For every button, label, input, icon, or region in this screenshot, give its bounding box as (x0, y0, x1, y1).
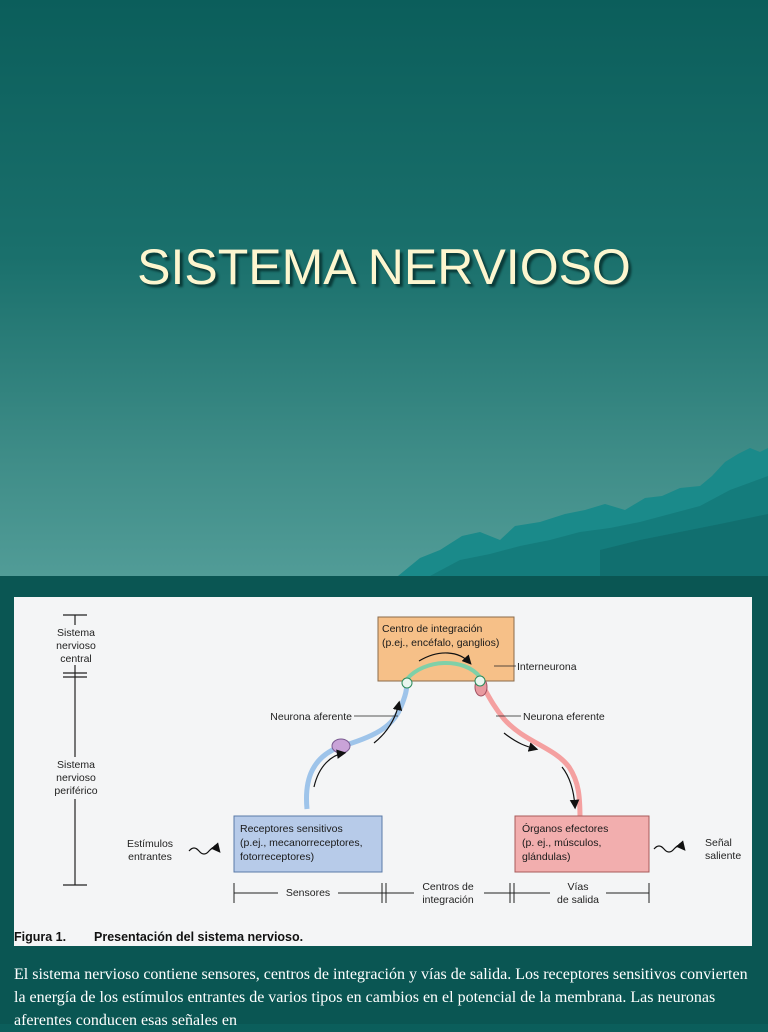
effector-box-line-2: (p. ej., músculos, (522, 837, 601, 849)
centros-label-2: integración (422, 894, 474, 906)
sensores-label: Sensores (286, 887, 330, 899)
figure-label: Figura 1. (14, 930, 66, 944)
effector-box-line-1: Órganos efectores (522, 822, 608, 835)
nervous-system-diagram: Sistema nervioso central Sistema nervios… (14, 597, 741, 946)
senal-label-1: Señal (705, 837, 732, 849)
senal-label-2: saliente (705, 850, 741, 862)
receptor-box-line-2: (p.ej., mecanorreceptores, (240, 837, 363, 849)
sidebar-periferico-3: periférico (54, 785, 97, 797)
interneurona-label: Interneurona (517, 661, 577, 673)
estimulos-label-2: entrantes (128, 851, 172, 863)
center-box-line-1: Centro de integración (382, 623, 483, 635)
slide-caption: El sistema nervioso contiene sensores, c… (14, 966, 748, 1029)
eferente-label: Neurona eferente (523, 711, 605, 723)
vias-label-2: de salida (557, 894, 599, 906)
vias-label-1: Vías (567, 881, 588, 893)
mountain-decoration (398, 448, 768, 580)
sidebar-central-2: nervioso (56, 640, 96, 652)
center-box-line-2: (p.ej., encéfalo, ganglios) (382, 637, 499, 649)
aferente-label: Neurona aferente (270, 711, 352, 723)
figure-caption-text: Presentación del sistema nervioso. (94, 930, 303, 944)
centros-label-1: Centros de (422, 881, 474, 893)
receptor-box-line-3: fotorreceptores) (240, 851, 314, 863)
estimulos-label-1: Estímulos (127, 838, 173, 850)
sidebar-central-1: Sistema (57, 627, 95, 639)
receptor-box (233, 815, 383, 873)
sidebar-periferico-2: nervioso (56, 772, 96, 784)
slide-title: SISTEMA NERVIOSO (137, 239, 631, 295)
effector-box (514, 815, 650, 873)
figure-panel: Sistema nervioso central Sistema nervios… (14, 597, 752, 946)
effector-box-line-3: glándulas) (522, 851, 570, 863)
sidebar-periferico-1: Sistema (57, 759, 95, 771)
integration-center-box (377, 616, 515, 682)
receptor-box-line-1: Receptores sensitivos (240, 823, 343, 835)
sidebar-central-3: central (60, 653, 92, 665)
